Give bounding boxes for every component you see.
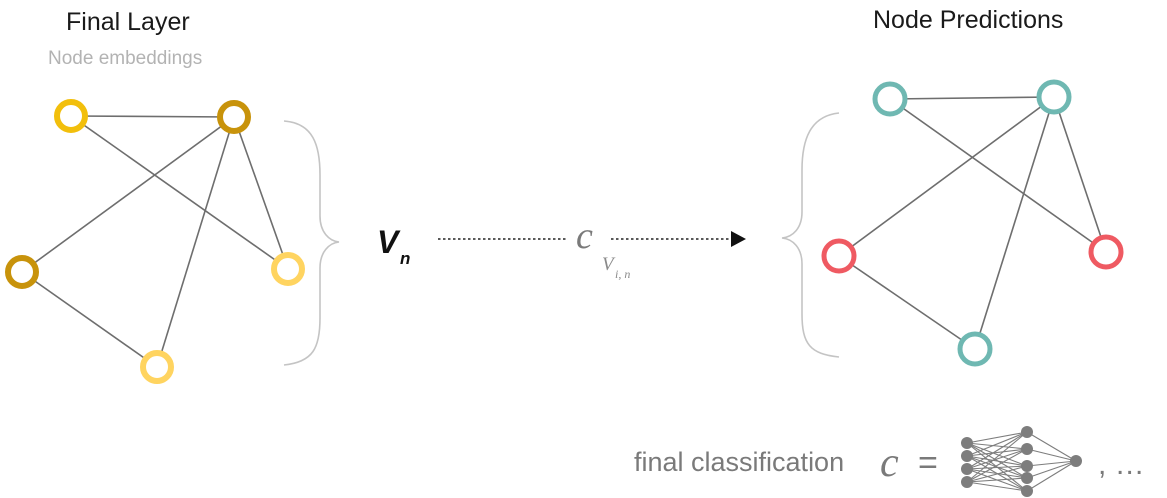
neural-network-icon [961,426,1082,497]
right-nodes [821,79,1124,367]
input-subscript: n [400,249,410,268]
graph-edge [70,115,289,270]
graph-edge [838,96,1055,257]
right-panel-title: Node Predictions [873,6,1064,34]
graph-edge [889,98,1107,253]
graph-edge [838,255,976,350]
arrow-head [731,231,746,247]
classifier-arg: V [602,254,616,275]
network-connection [966,442,1028,467]
graph-node [1088,234,1124,270]
network-neuron [961,450,973,462]
classifier-symbol: c [576,215,593,257]
network-connection [1026,460,1077,467]
network-connection [966,448,1028,470]
network-neuron [1021,485,1033,497]
graph-node [217,100,251,134]
left-nodes [5,99,305,384]
left-graph [21,115,289,368]
graph-edge [21,116,235,273]
network-connection [966,431,1028,457]
network-neuron [961,437,973,449]
graph-node [271,252,305,286]
right-brace [283,120,340,366]
final-classification-label: final classification [634,447,844,477]
graph-node [872,81,908,117]
input-symbol: V [377,224,401,260]
final-classification-trailing: , … [1098,448,1145,481]
right-graph [838,96,1107,350]
network-connection [966,455,1028,467]
graph-edge [233,116,289,270]
network-connection [1026,460,1077,492]
graph-edge [889,96,1055,100]
network-connection [966,431,1028,483]
network-connection [1026,431,1077,462]
network-connection [966,465,1028,483]
network-neuron [1021,472,1033,484]
network-neuron [1021,426,1033,438]
graph-edge [21,271,158,368]
network-connection [966,465,1028,470]
left-panel-subtitle: Node embeddings [48,48,203,69]
graph-node [5,255,39,289]
graph-edge [156,116,235,368]
graph-edge [1053,96,1107,253]
left-brace [781,112,840,358]
graph-node [1036,79,1072,115]
network-connection [1026,460,1077,479]
network-connection [966,477,1028,483]
graph-node [957,331,993,367]
classifier-arg-subscript: i, n [615,267,630,281]
left-panel-title: Final Layer [66,8,190,36]
network-neuron [961,476,973,488]
network-neuron [961,463,973,475]
network-neuron [1070,455,1082,467]
network-connection [966,448,1028,457]
network-connection [966,431,1028,470]
final-classification-equals: = [918,444,938,482]
network-connection [966,442,1028,450]
graph-node [140,350,174,384]
graph-node [821,238,857,274]
network-neuron [1021,460,1033,472]
network-connection [966,448,1028,483]
graph-edge [70,115,235,118]
network-connection [1026,448,1077,462]
network-neuron [1021,443,1033,455]
final-classification-symbol: c [880,440,899,486]
graph-edge [974,96,1055,350]
network-connection [966,431,1028,444]
network-connection [966,481,1028,492]
graph-node [54,99,88,133]
